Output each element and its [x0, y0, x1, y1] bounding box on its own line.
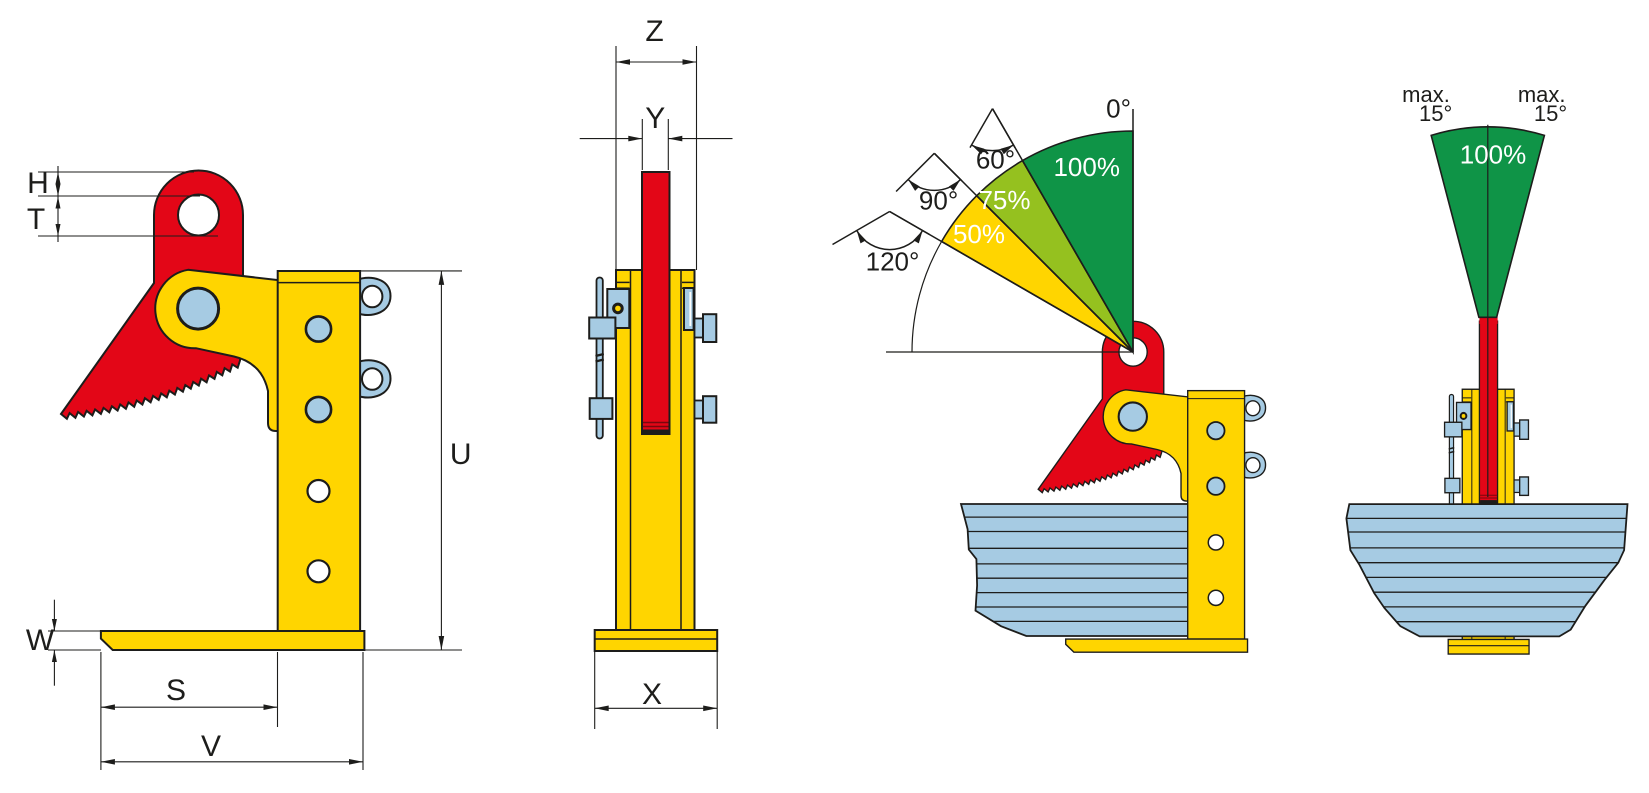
svg-text:0°: 0° [1106, 94, 1131, 124]
svg-text:15°: 15° [1419, 101, 1452, 126]
svg-text:100%: 100% [1053, 152, 1120, 182]
svg-text:50%: 50% [953, 219, 1005, 249]
svg-text:100%: 100% [1460, 140, 1527, 170]
svg-text:15°: 15° [1534, 101, 1567, 126]
svg-text:S: S [166, 674, 186, 707]
svg-text:max.: max. [1402, 82, 1450, 107]
svg-text:90°: 90° [919, 186, 958, 216]
svg-text:Z: Z [645, 15, 663, 48]
svg-text:120°: 120° [866, 247, 920, 277]
svg-text:X: X [642, 678, 662, 711]
svg-text:max.: max. [1518, 82, 1566, 107]
svg-text:U: U [450, 438, 472, 471]
svg-text:V: V [201, 730, 221, 763]
svg-text:T: T [27, 203, 45, 236]
svg-text:H: H [27, 167, 49, 200]
svg-text:75%: 75% [978, 185, 1030, 215]
svg-text:W: W [26, 624, 55, 657]
svg-text:Y: Y [645, 102, 665, 135]
svg-text:60°: 60° [976, 145, 1015, 175]
